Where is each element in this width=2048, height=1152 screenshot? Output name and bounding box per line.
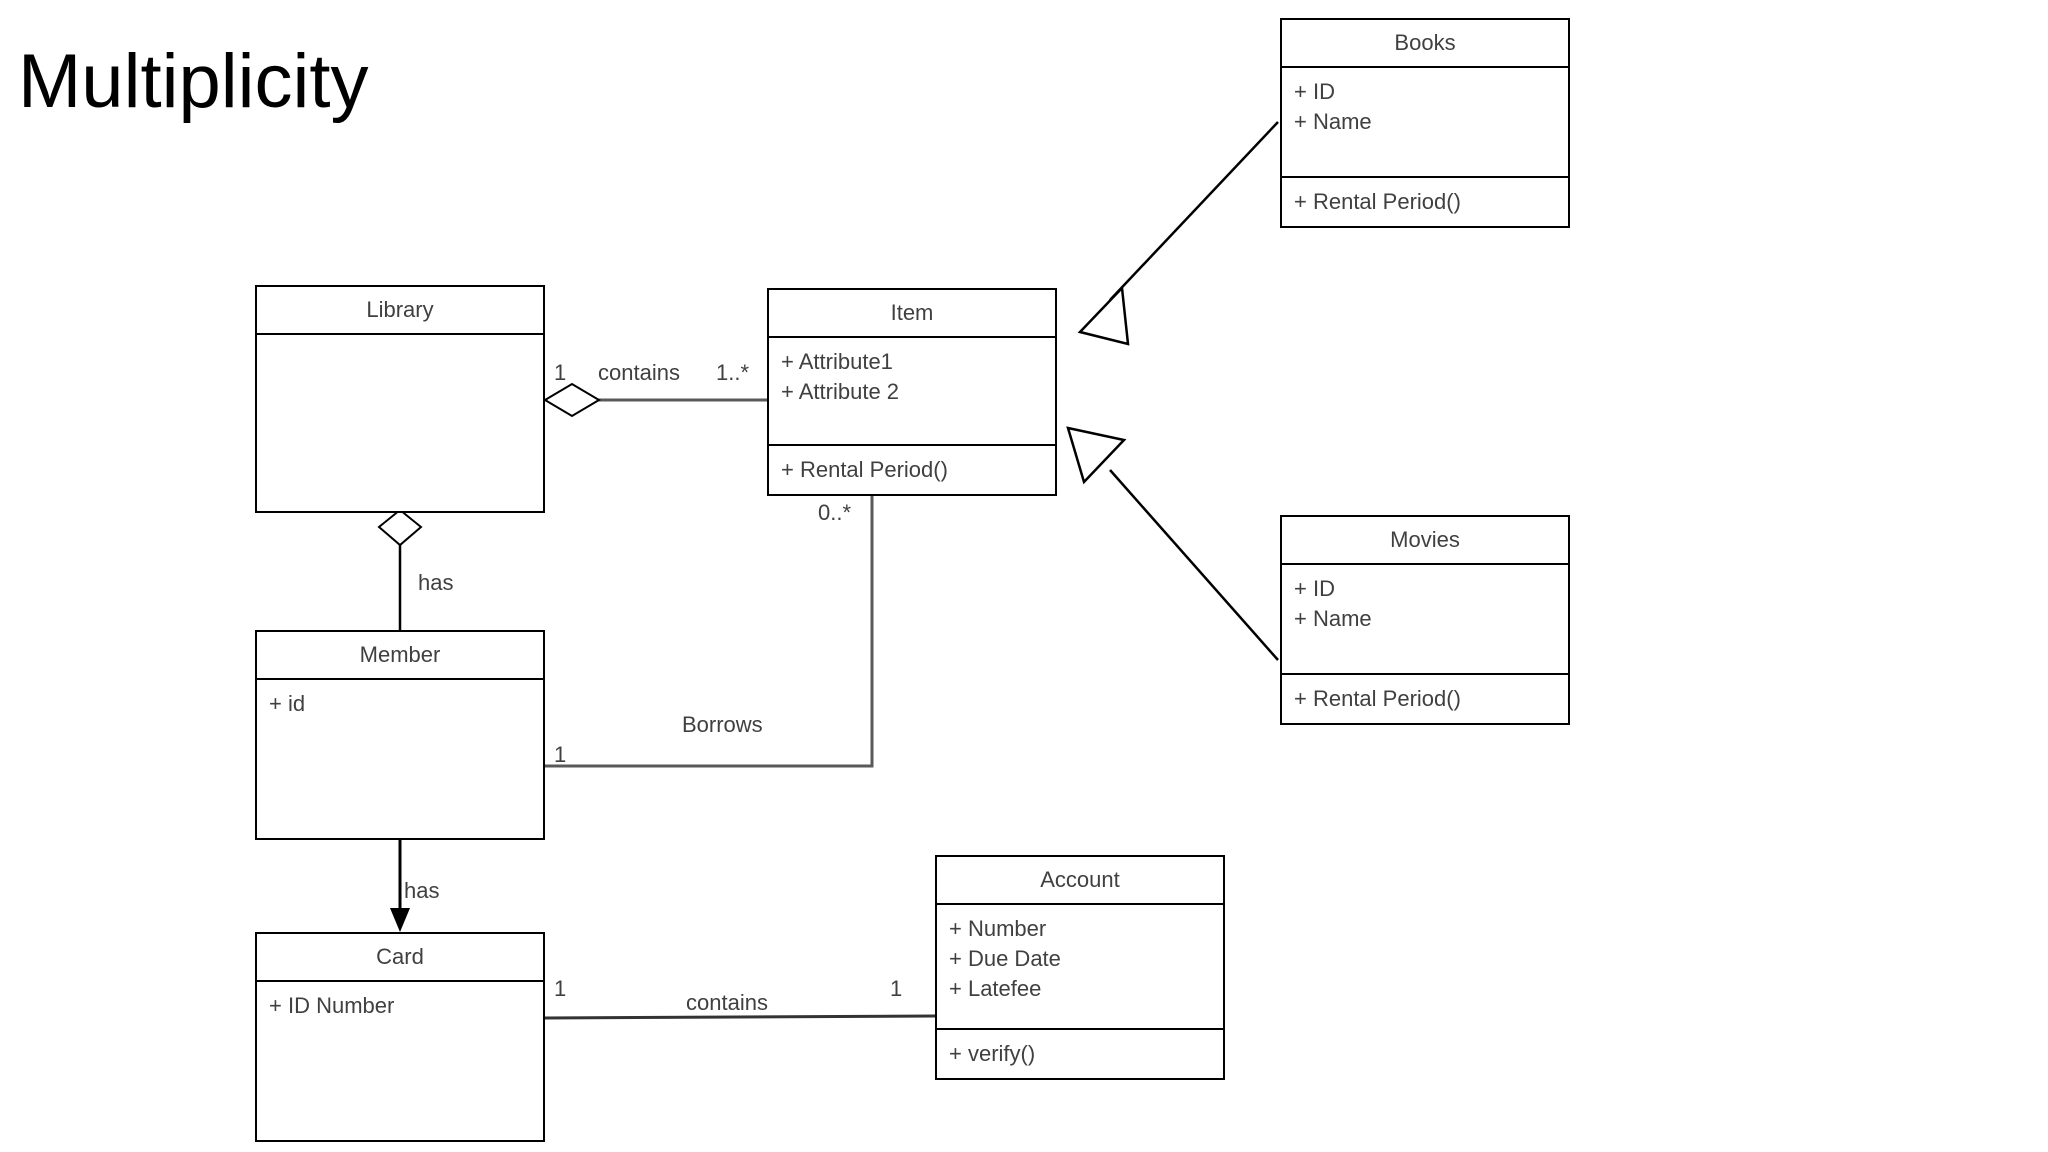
edge-label-library-has-member: has	[418, 570, 454, 595]
class-name-account: Account	[937, 857, 1223, 905]
class-box-member[interactable]: Member + id	[255, 630, 545, 840]
attribute-row: + ID	[1294, 576, 1335, 601]
class-box-library[interactable]: Library	[255, 285, 545, 513]
attribute-row: + Name	[1294, 109, 1372, 134]
multiplicity-card-contains-account-target: 1	[890, 976, 903, 1001]
class-name-member: Member	[257, 632, 543, 680]
attribute-row: + Latefee	[949, 976, 1042, 1001]
class-box-movies[interactable]: Movies + ID + Name + Rental Period()	[1280, 515, 1570, 725]
class-attributes-member: + id	[257, 680, 543, 838]
class-attributes-movies: + ID + Name	[1282, 565, 1568, 675]
aggregation-diamond-library-member	[377, 508, 423, 547]
class-operations-books: + Rental Period()	[1282, 178, 1568, 226]
multiplicity-card-contains-account-source: 1	[554, 976, 567, 1001]
edge-label-card-contains-account: contains	[686, 990, 768, 1015]
multiplicity-library-contains-item-source: 1	[554, 360, 567, 385]
class-attributes-library	[257, 335, 543, 511]
operation-row: + Rental Period()	[1294, 686, 1461, 711]
class-attributes-item: + Attribute1 + Attribute 2	[769, 338, 1055, 446]
class-name-books: Books	[1282, 20, 1568, 68]
class-operations-item: + Rental Period()	[769, 446, 1055, 494]
page-title: Multiplicity	[18, 39, 369, 124]
class-box-card[interactable]: Card + ID Number	[255, 932, 545, 1142]
link-movies-generalizes-item	[1066, 426, 1279, 661]
class-box-account[interactable]: Account + Number + Due Date + Latefee + …	[935, 855, 1225, 1080]
operation-row: + verify()	[949, 1041, 1036, 1066]
attribute-row: + Name	[1294, 606, 1372, 631]
class-attributes-card: + ID Number	[257, 982, 543, 1140]
attribute-row: + Due Date	[949, 946, 1061, 971]
aggregation-diamond-library-item	[543, 382, 601, 418]
link-library-contains-item	[543, 382, 767, 418]
class-name-card: Card	[257, 934, 543, 982]
edge-label-library-contains-item: contains	[598, 360, 680, 385]
class-name-library: Library	[257, 287, 543, 335]
generalization-triangle-books	[1077, 285, 1130, 346]
link-card-contains-account	[544, 1014, 936, 1020]
edge-label-member-borrows-item: Borrows	[682, 712, 763, 737]
attribute-row: + ID Number	[269, 993, 395, 1018]
operation-row: + Rental Period()	[781, 457, 948, 482]
attribute-row: + ID	[1294, 79, 1335, 104]
class-operations-account: + verify()	[937, 1030, 1223, 1078]
generalization-triangle-movies	[1066, 426, 1127, 485]
class-attributes-books: + ID + Name	[1282, 68, 1568, 178]
class-name-item: Item	[769, 290, 1055, 338]
attribute-row: + Attribute1	[781, 349, 893, 374]
operation-row: + Rental Period()	[1294, 189, 1461, 214]
class-box-books[interactable]: Books + ID + Name + Rental Period()	[1280, 18, 1570, 228]
multiplicity-member-borrows-item-source: 1	[554, 742, 567, 767]
attribute-row: + Number	[949, 916, 1047, 941]
attribute-row: + Attribute 2	[781, 379, 900, 404]
multiplicity-member-borrows-item-target: 0..*	[818, 500, 852, 525]
class-operations-movies: + Rental Period()	[1282, 675, 1568, 723]
edge-label-member-has-card: has	[404, 878, 440, 903]
class-name-movies: Movies	[1282, 517, 1568, 565]
multiplicity-library-contains-item-target: 1..*	[716, 360, 750, 385]
class-attributes-account: + Number + Due Date + Latefee	[937, 905, 1223, 1030]
link-books-generalizes-item	[1077, 121, 1279, 346]
attribute-row: + id	[269, 691, 306, 716]
arrowhead-member-card	[390, 908, 410, 932]
class-box-item[interactable]: Item + Attribute1 + Attribute 2 + Rental…	[767, 288, 1057, 496]
link-library-has-member	[377, 508, 423, 630]
